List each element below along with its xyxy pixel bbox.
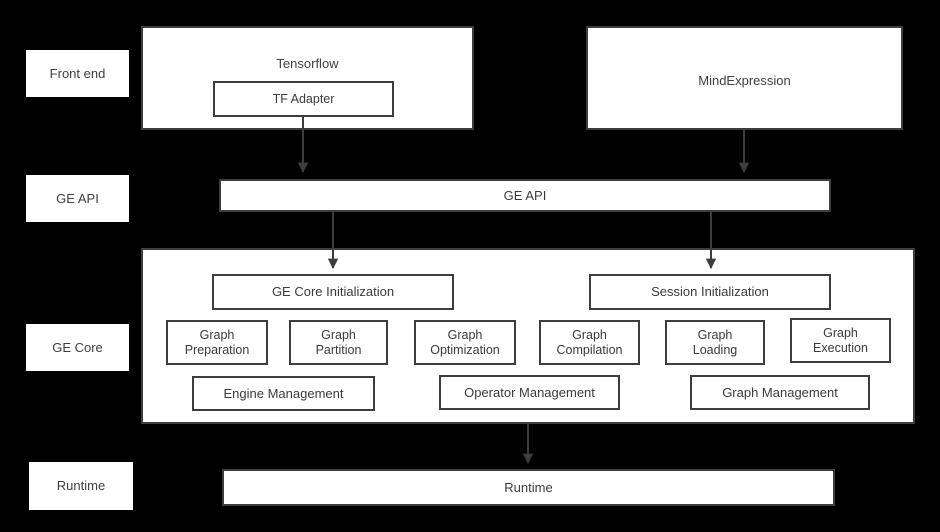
framework-title: MindExpression [698,73,791,88]
stage-graph-execution: Graph Execution [790,318,891,363]
stage-label: Graph Execution [813,325,868,355]
stage-label: Graph Optimization [430,327,500,357]
tf-adapter-label: TF Adapter [272,91,335,106]
tf-adapter-node: TF Adapter [213,81,394,117]
layer-label-front-end: Front end [26,50,129,97]
ge-api-bar-label: GE API [503,187,547,203]
layer-label-runtime: Runtime [29,462,133,510]
session-initialization-label: Session Initialization [651,284,769,300]
stage-graph-preparation: Graph Preparation [166,320,268,365]
stage-label: Graph Compilation [556,327,623,357]
layer-label-text: Runtime [56,478,106,494]
stage-graph-optimization: Graph Optimization [414,320,516,365]
layer-label-ge-core: GE Core [26,324,129,371]
management-operator: Operator Management [439,375,620,410]
framework-title: Tensorflow [276,56,339,71]
stage-label: Graph Loading [692,327,738,357]
layer-label-text: Front end [49,65,106,81]
stage-label: Graph Preparation [184,327,250,357]
stage-label: Graph Partition [315,327,362,357]
runtime-bar: Runtime [222,469,835,506]
management-label: Operator Management [464,384,595,400]
management-graph: Graph Management [690,375,870,410]
ge-api-bar: GE API [219,179,831,212]
layer-label-text: GE Core [52,339,103,355]
ge-core-initialization-label: GE Core Initialization [271,284,395,300]
stage-graph-partition: Graph Partition [289,320,388,365]
management-label: Engine Management [223,385,344,401]
ge-core-initialization-node: GE Core Initialization [212,274,454,310]
management-engine: Engine Management [192,376,375,411]
layer-label-ge-api: GE API [26,175,129,222]
management-label: Graph Management [722,384,838,400]
runtime-bar-label: Runtime [504,479,553,495]
stage-graph-loading: Graph Loading [665,320,765,365]
framework-mindexpression: MindExpression [586,26,903,130]
layer-label-text: GE API [56,190,99,206]
session-initialization-node: Session Initialization [589,274,831,310]
stage-graph-compilation: Graph Compilation [539,320,640,365]
